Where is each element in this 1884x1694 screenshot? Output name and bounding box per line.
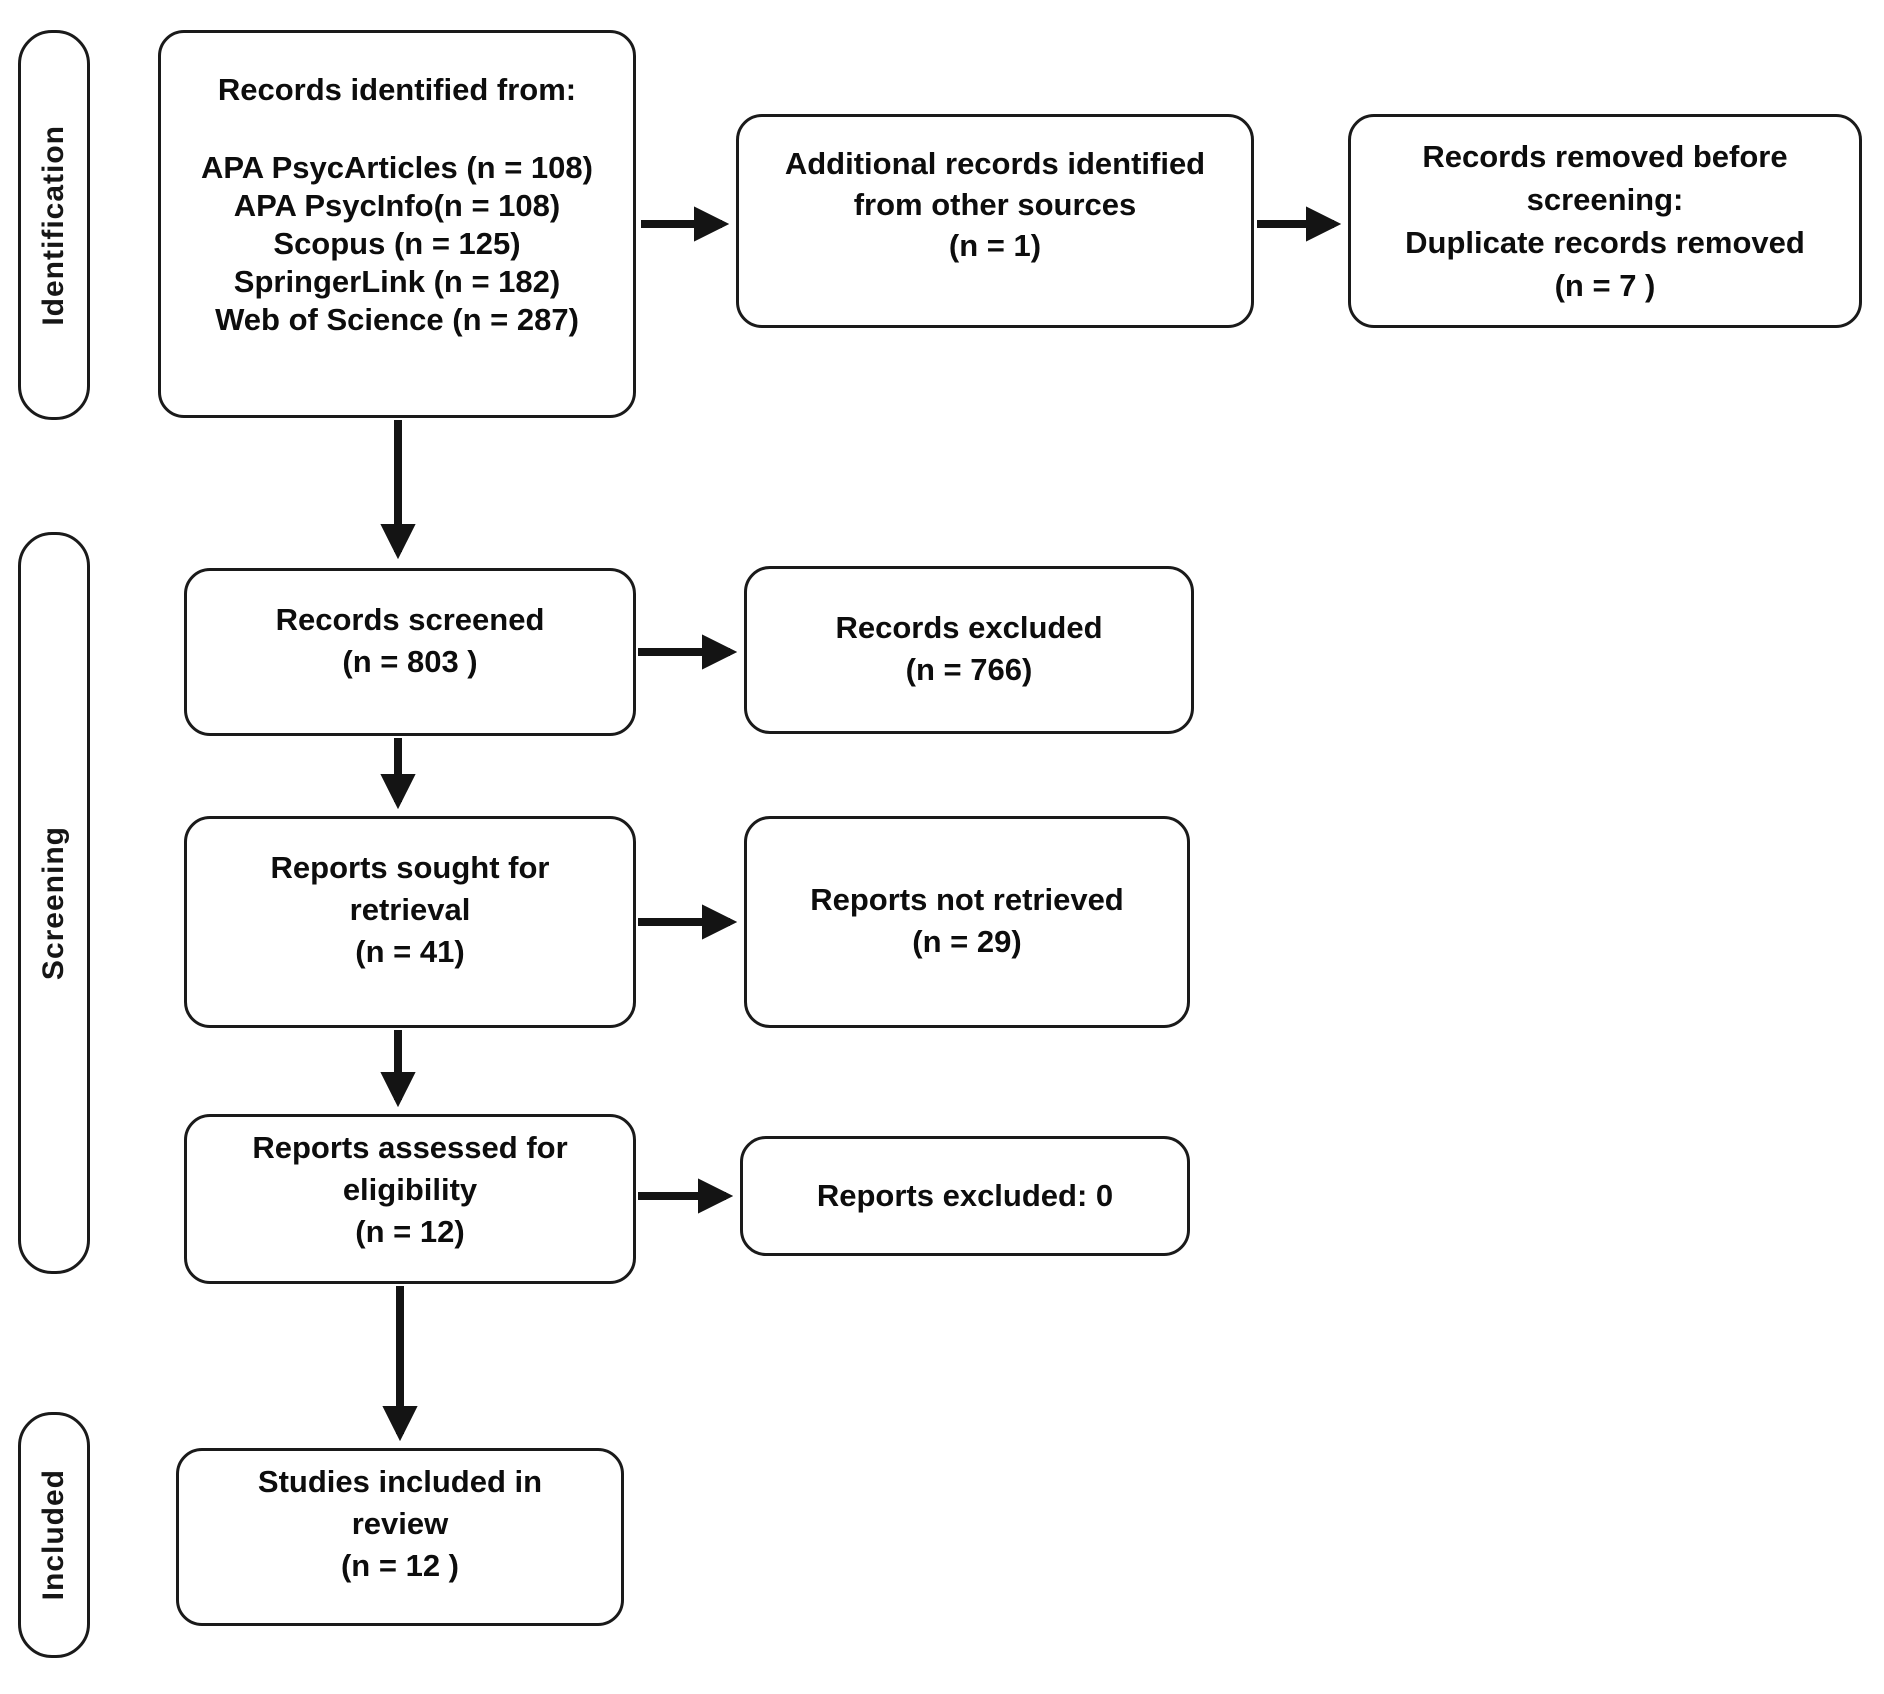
additional-records-line: from other sources: [853, 187, 1137, 222]
stage-label-included: Included: [18, 1412, 90, 1658]
records-excluded-line: Records excluded: [835, 610, 1103, 645]
reports-assessed-line: (n = 12): [355, 1214, 465, 1249]
records-identified-source: Scopus (n = 125): [273, 226, 521, 261]
records-identified-source: APA PsycInfo(n = 108): [233, 188, 561, 223]
studies-included-line: (n = 12 ): [340, 1548, 459, 1583]
stage-label-screening-text: Screening: [37, 825, 70, 981]
stage-label-screening: Screening: [18, 532, 90, 1274]
records-excluded-line: (n = 766): [905, 652, 1033, 687]
reports-not-retrieved-line: Reports not retrieved: [810, 882, 1124, 917]
studies-included-line: Studies included in: [257, 1464, 543, 1499]
records-identified-source: APA PsycArticles (n = 108): [201, 150, 593, 185]
box-records-excluded: Records excluded (n = 766): [744, 566, 1194, 734]
stage-label-identification-text: Identification: [37, 124, 70, 326]
additional-records-line: Additional records identified: [784, 146, 1206, 181]
records-identified-source: SpringerLink (n = 182): [233, 264, 561, 299]
box-additional-records: Additional records identified from other…: [736, 114, 1254, 328]
additional-records-line: (n = 1): [948, 228, 1042, 263]
records-screened-line: (n = 803 ): [342, 644, 478, 679]
reports-sought-line: (n = 41): [355, 934, 465, 969]
box-reports-assessed: Reports assessed for eligibility (n = 12…: [184, 1114, 636, 1284]
reports-sought-line: Reports sought for: [270, 850, 550, 885]
box-studies-included: Studies included in review (n = 12 ): [176, 1448, 624, 1626]
records-identified-source: Web of Science (n = 287): [215, 302, 579, 337]
reports-excluded-line: Reports excluded: 0: [816, 1178, 1114, 1213]
records-removed-line: Records removed before: [1422, 139, 1788, 174]
records-removed-line: Duplicate records removed: [1405, 225, 1805, 260]
stage-label-included-text: Included: [37, 1469, 70, 1601]
studies-included-line: review: [351, 1506, 449, 1541]
reports-assessed-line: Reports assessed for: [252, 1130, 568, 1165]
records-removed-line: screening:: [1526, 182, 1684, 217]
box-reports-not-retrieved: Reports not retrieved (n = 29): [744, 816, 1190, 1028]
reports-sought-line: retrieval: [349, 892, 471, 927]
box-records-screened: Records screened (n = 803 ): [184, 568, 636, 736]
reports-assessed-line: eligibility: [342, 1172, 478, 1207]
box-reports-sought: Reports sought for retrieval (n = 41): [184, 816, 636, 1028]
box-records-removed: Records removed before screening: Duplic…: [1348, 114, 1862, 328]
records-removed-line: (n = 7 ): [1554, 268, 1656, 303]
stage-label-identification: Identification: [18, 30, 90, 420]
reports-not-retrieved-line: (n = 29): [912, 924, 1022, 959]
box-reports-excluded: Reports excluded: 0: [740, 1136, 1190, 1256]
records-identified-title: Records identified from:: [217, 72, 577, 107]
box-records-identified: Records identified from: APA PsycArticle…: [158, 30, 636, 418]
records-screened-line: Records screened: [275, 602, 545, 637]
